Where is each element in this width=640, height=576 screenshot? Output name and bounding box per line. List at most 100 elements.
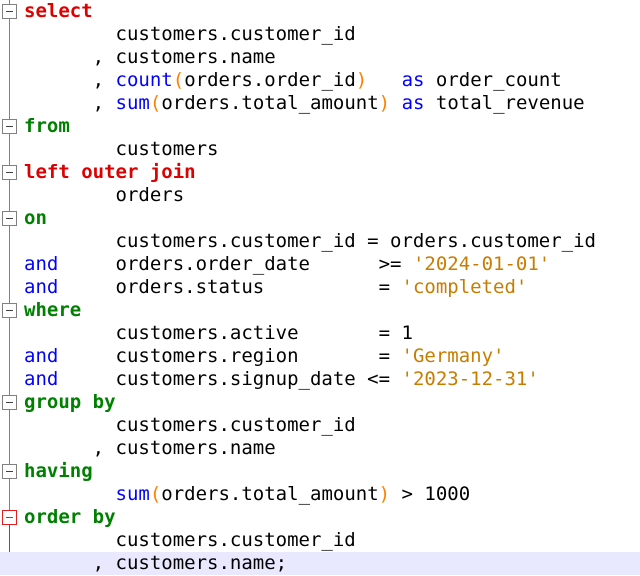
- code-token: orders.order_date >=: [58, 253, 413, 275]
- fold-collapse-icon[interactable]: [2, 395, 17, 410]
- code-line-text: and customers.signup_date <= '2023-12-31…: [24, 368, 539, 391]
- code-line-7[interactable]: customers: [0, 138, 640, 161]
- fold-collapse-icon[interactable]: [2, 165, 17, 180]
- code-token: [390, 92, 401, 114]
- code-token: total_revenue: [424, 92, 585, 114]
- indent: [24, 483, 116, 505]
- code-line-25[interactable]: , customers.name;: [0, 552, 640, 575]
- code-token: orders.order_id: [184, 69, 356, 91]
- code-line-8[interactable]: left outer join: [0, 161, 640, 184]
- code-token: , customers.name;: [92, 552, 288, 574]
- code-token: from: [24, 115, 70, 137]
- fold-collapse-icon[interactable]: [2, 211, 17, 226]
- code-line-text: where: [24, 299, 81, 322]
- code-line-text: customers.customer_id = orders.customer_…: [24, 230, 596, 253]
- code-token: customers.active = 1: [115, 322, 413, 344]
- code-line-text: , sum(orders.total_amount) as total_reve…: [24, 92, 585, 115]
- code-line-11[interactable]: customers.customer_id = orders.customer_…: [0, 230, 640, 253]
- code-line-20[interactable]: , customers.name: [0, 437, 640, 460]
- code-line-15[interactable]: customers.active = 1: [0, 322, 640, 345]
- code-token: orders.total_amount: [161, 92, 379, 114]
- code-line-24[interactable]: customers.customer_id: [0, 529, 640, 552]
- code-token: (: [149, 483, 162, 505]
- code-line-4[interactable]: , count(orders.order_id) as order_count: [0, 69, 640, 92]
- fold-collapse-icon[interactable]: [2, 4, 17, 19]
- code-line-18[interactable]: group by: [0, 391, 640, 414]
- code-token: > 1000: [390, 483, 471, 505]
- code-token: orders.status =: [58, 276, 402, 298]
- indent: [24, 322, 116, 344]
- code-line-text: order by: [24, 506, 116, 529]
- code-line-text: customers.active = 1: [24, 322, 413, 345]
- code-token: customers.customer_id: [115, 414, 356, 436]
- code-line-text: customers.customer_id: [24, 529, 356, 552]
- code-token: ,: [92, 92, 116, 114]
- code-line-12[interactable]: and orders.order_date >= '2024-01-01': [0, 253, 640, 276]
- indent: [24, 529, 116, 551]
- code-token: left outer join: [24, 161, 196, 183]
- code-line-16[interactable]: and customers.region = 'Germany': [0, 345, 640, 368]
- code-token: orders: [115, 184, 185, 206]
- fold-collapse-icon[interactable]: [2, 303, 17, 318]
- indent: [24, 69, 93, 91]
- code-line-text: customers.customer_id: [24, 414, 356, 437]
- code-token: ): [378, 92, 391, 114]
- code-line-17[interactable]: and customers.signup_date <= '2023-12-31…: [0, 368, 640, 391]
- fold-collapse-icon[interactable]: [2, 119, 17, 134]
- code-line-text: and orders.order_date >= '2024-01-01': [24, 253, 550, 276]
- code-line-14[interactable]: where: [0, 299, 640, 322]
- code-line-text: , customers.name: [24, 437, 276, 460]
- code-line-text: select: [24, 0, 93, 23]
- code-token: [367, 69, 401, 91]
- code-line-3[interactable]: , customers.name: [0, 46, 640, 69]
- code-token: sum: [115, 483, 150, 505]
- code-line-9[interactable]: orders: [0, 184, 640, 207]
- code-line-text: on: [24, 207, 47, 230]
- code-token: count: [115, 69, 173, 91]
- code-line-13[interactable]: and orders.status = 'completed': [0, 276, 640, 299]
- code-token: customers.signup_date <=: [58, 368, 402, 390]
- code-token: (: [149, 92, 162, 114]
- code-line-6[interactable]: from: [0, 115, 640, 138]
- fold-collapse-icon[interactable]: [2, 510, 17, 525]
- code-line-19[interactable]: customers.customer_id: [0, 414, 640, 437]
- indent: [24, 437, 93, 459]
- code-token: where: [24, 299, 82, 321]
- code-token: customers: [115, 138, 219, 160]
- indent: [24, 23, 116, 45]
- indent: [24, 230, 116, 252]
- code-line-10[interactable]: on: [0, 207, 640, 230]
- fold-collapse-icon[interactable]: [2, 464, 17, 479]
- code-token: ): [378, 483, 391, 505]
- indent: [24, 184, 116, 206]
- code-line-21[interactable]: having: [0, 460, 640, 483]
- code-line-text: and orders.status = 'completed': [24, 276, 527, 299]
- code-line-text: , customers.name: [24, 46, 276, 69]
- code-token: order_count: [424, 69, 562, 91]
- fold-guide-line-active: [9, 510, 10, 575]
- code-line-2[interactable]: customers.customer_id: [0, 23, 640, 46]
- code-line-1[interactable]: select: [0, 0, 640, 23]
- indent: [24, 46, 93, 68]
- code-token: (: [172, 69, 185, 91]
- indent: [24, 92, 93, 114]
- code-token: 'Germany': [401, 345, 505, 367]
- code-token: ): [355, 69, 368, 91]
- code-token: group by: [24, 391, 116, 413]
- code-line-text: , count(orders.order_id) as order_count: [24, 69, 562, 92]
- code-token: as: [401, 92, 425, 114]
- code-line-22[interactable]: sum(orders.total_amount) > 1000: [0, 483, 640, 506]
- code-line-text: left outer join: [24, 161, 196, 184]
- code-token: and: [24, 276, 59, 298]
- code-line-text: orders: [24, 184, 185, 207]
- code-token: customers.region =: [58, 345, 402, 367]
- code-token: customers.customer_id: [115, 529, 356, 551]
- code-token: , customers.name: [92, 46, 276, 68]
- code-token: '2024-01-01': [412, 253, 551, 275]
- code-line-23[interactable]: order by: [0, 506, 640, 529]
- code-line-5[interactable]: , sum(orders.total_amount) as total_reve…: [0, 92, 640, 115]
- code-token: and: [24, 345, 59, 367]
- code-token: '2023-12-31': [401, 368, 539, 390]
- indent: [24, 138, 116, 160]
